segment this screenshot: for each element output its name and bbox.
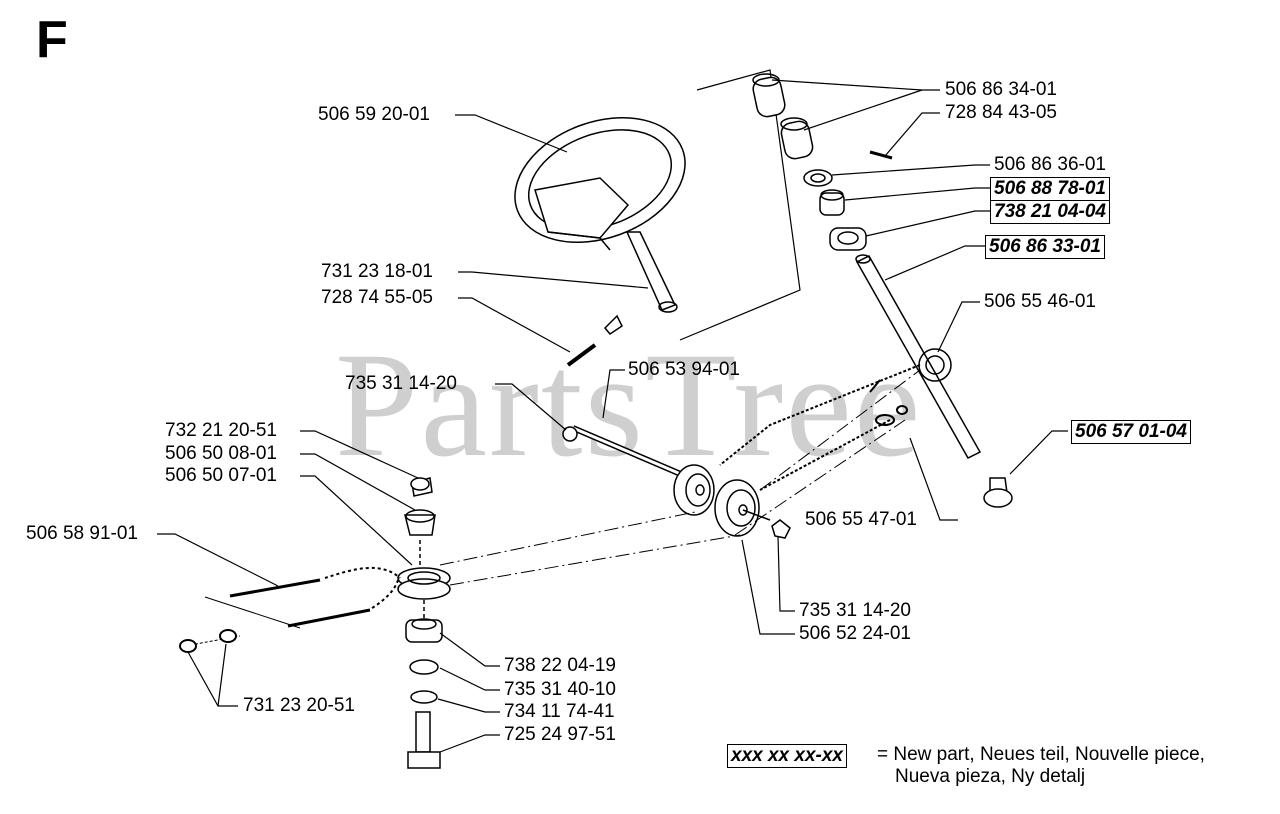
part-label[interactable]: 506 50 07-01 [165, 465, 277, 486]
part-label[interactable]: 506 58 91-01 [26, 523, 138, 544]
cable-drawing [719, 364, 921, 491]
part-label[interactable]: 506 55 46-01 [984, 291, 1096, 312]
part-label[interactable]: 725 24 97-51 [504, 724, 616, 745]
part-label[interactable]: 735 31 14-20 [345, 373, 457, 394]
part-label[interactable]: 735 31 14-20 [799, 600, 911, 621]
legend-text: = New part, Neues teil, Nouvelle piece, … [877, 744, 1205, 788]
pulleys-drawing [673, 464, 791, 539]
center-lines [439, 369, 921, 586]
part-label[interactable]: 506 55 47-01 [805, 509, 917, 530]
part-label[interactable]: 738 22 04-19 [504, 655, 616, 676]
part-label[interactable]: 735 31 40-10 [504, 679, 616, 700]
part-label[interactable]: 506 86 34-01 [945, 79, 1057, 100]
part-label-new[interactable]: 738 21 04-04 [990, 200, 1110, 224]
steering-wheel-drawing [514, 116, 686, 313]
legend-key: xxx xx xx-xx [727, 744, 847, 768]
part-label[interactable]: 506 53 94-01 [628, 359, 740, 380]
part-label-new[interactable]: 506 88 78-01 [990, 177, 1110, 201]
part-label[interactable]: 506 59 20-01 [318, 104, 430, 125]
screw-drawing [566, 314, 623, 367]
legend-line-1: = New part, Neues teil, Nouvelle piece, [877, 744, 1205, 765]
watermark-text: PartsTree [335, 322, 922, 488]
left-pulley-drawing [397, 477, 451, 769]
part-label[interactable]: 728 74 55-05 [321, 287, 433, 308]
part-label[interactable]: 506 86 36-01 [994, 154, 1106, 175]
part-label[interactable]: 506 52 24-01 [799, 623, 911, 644]
part-label[interactable]: 731 23 20-51 [243, 695, 355, 716]
part-label[interactable]: 734 11 74-41 [504, 701, 615, 722]
part-label[interactable]: 731 23 18-01 [321, 261, 433, 282]
part-label[interactable]: 728 84 43-05 [945, 102, 1057, 123]
legend-line-2: Nueva pieza, Ny detalj [895, 766, 1086, 787]
steering-column-drawing [752, 73, 1013, 508]
part-label-new[interactable]: 506 86 33-01 [985, 235, 1105, 259]
part-label[interactable]: 506 50 08-01 [165, 443, 277, 464]
section-letter: F [36, 11, 68, 69]
leader-lines [157, 79, 1068, 753]
part-label[interactable]: 732 21 20-51 [165, 420, 277, 441]
part-label-new[interactable]: 506 57 01-04 [1071, 420, 1191, 444]
left-cable-drawing [179, 566, 401, 653]
rod-drawing [562, 425, 692, 481]
